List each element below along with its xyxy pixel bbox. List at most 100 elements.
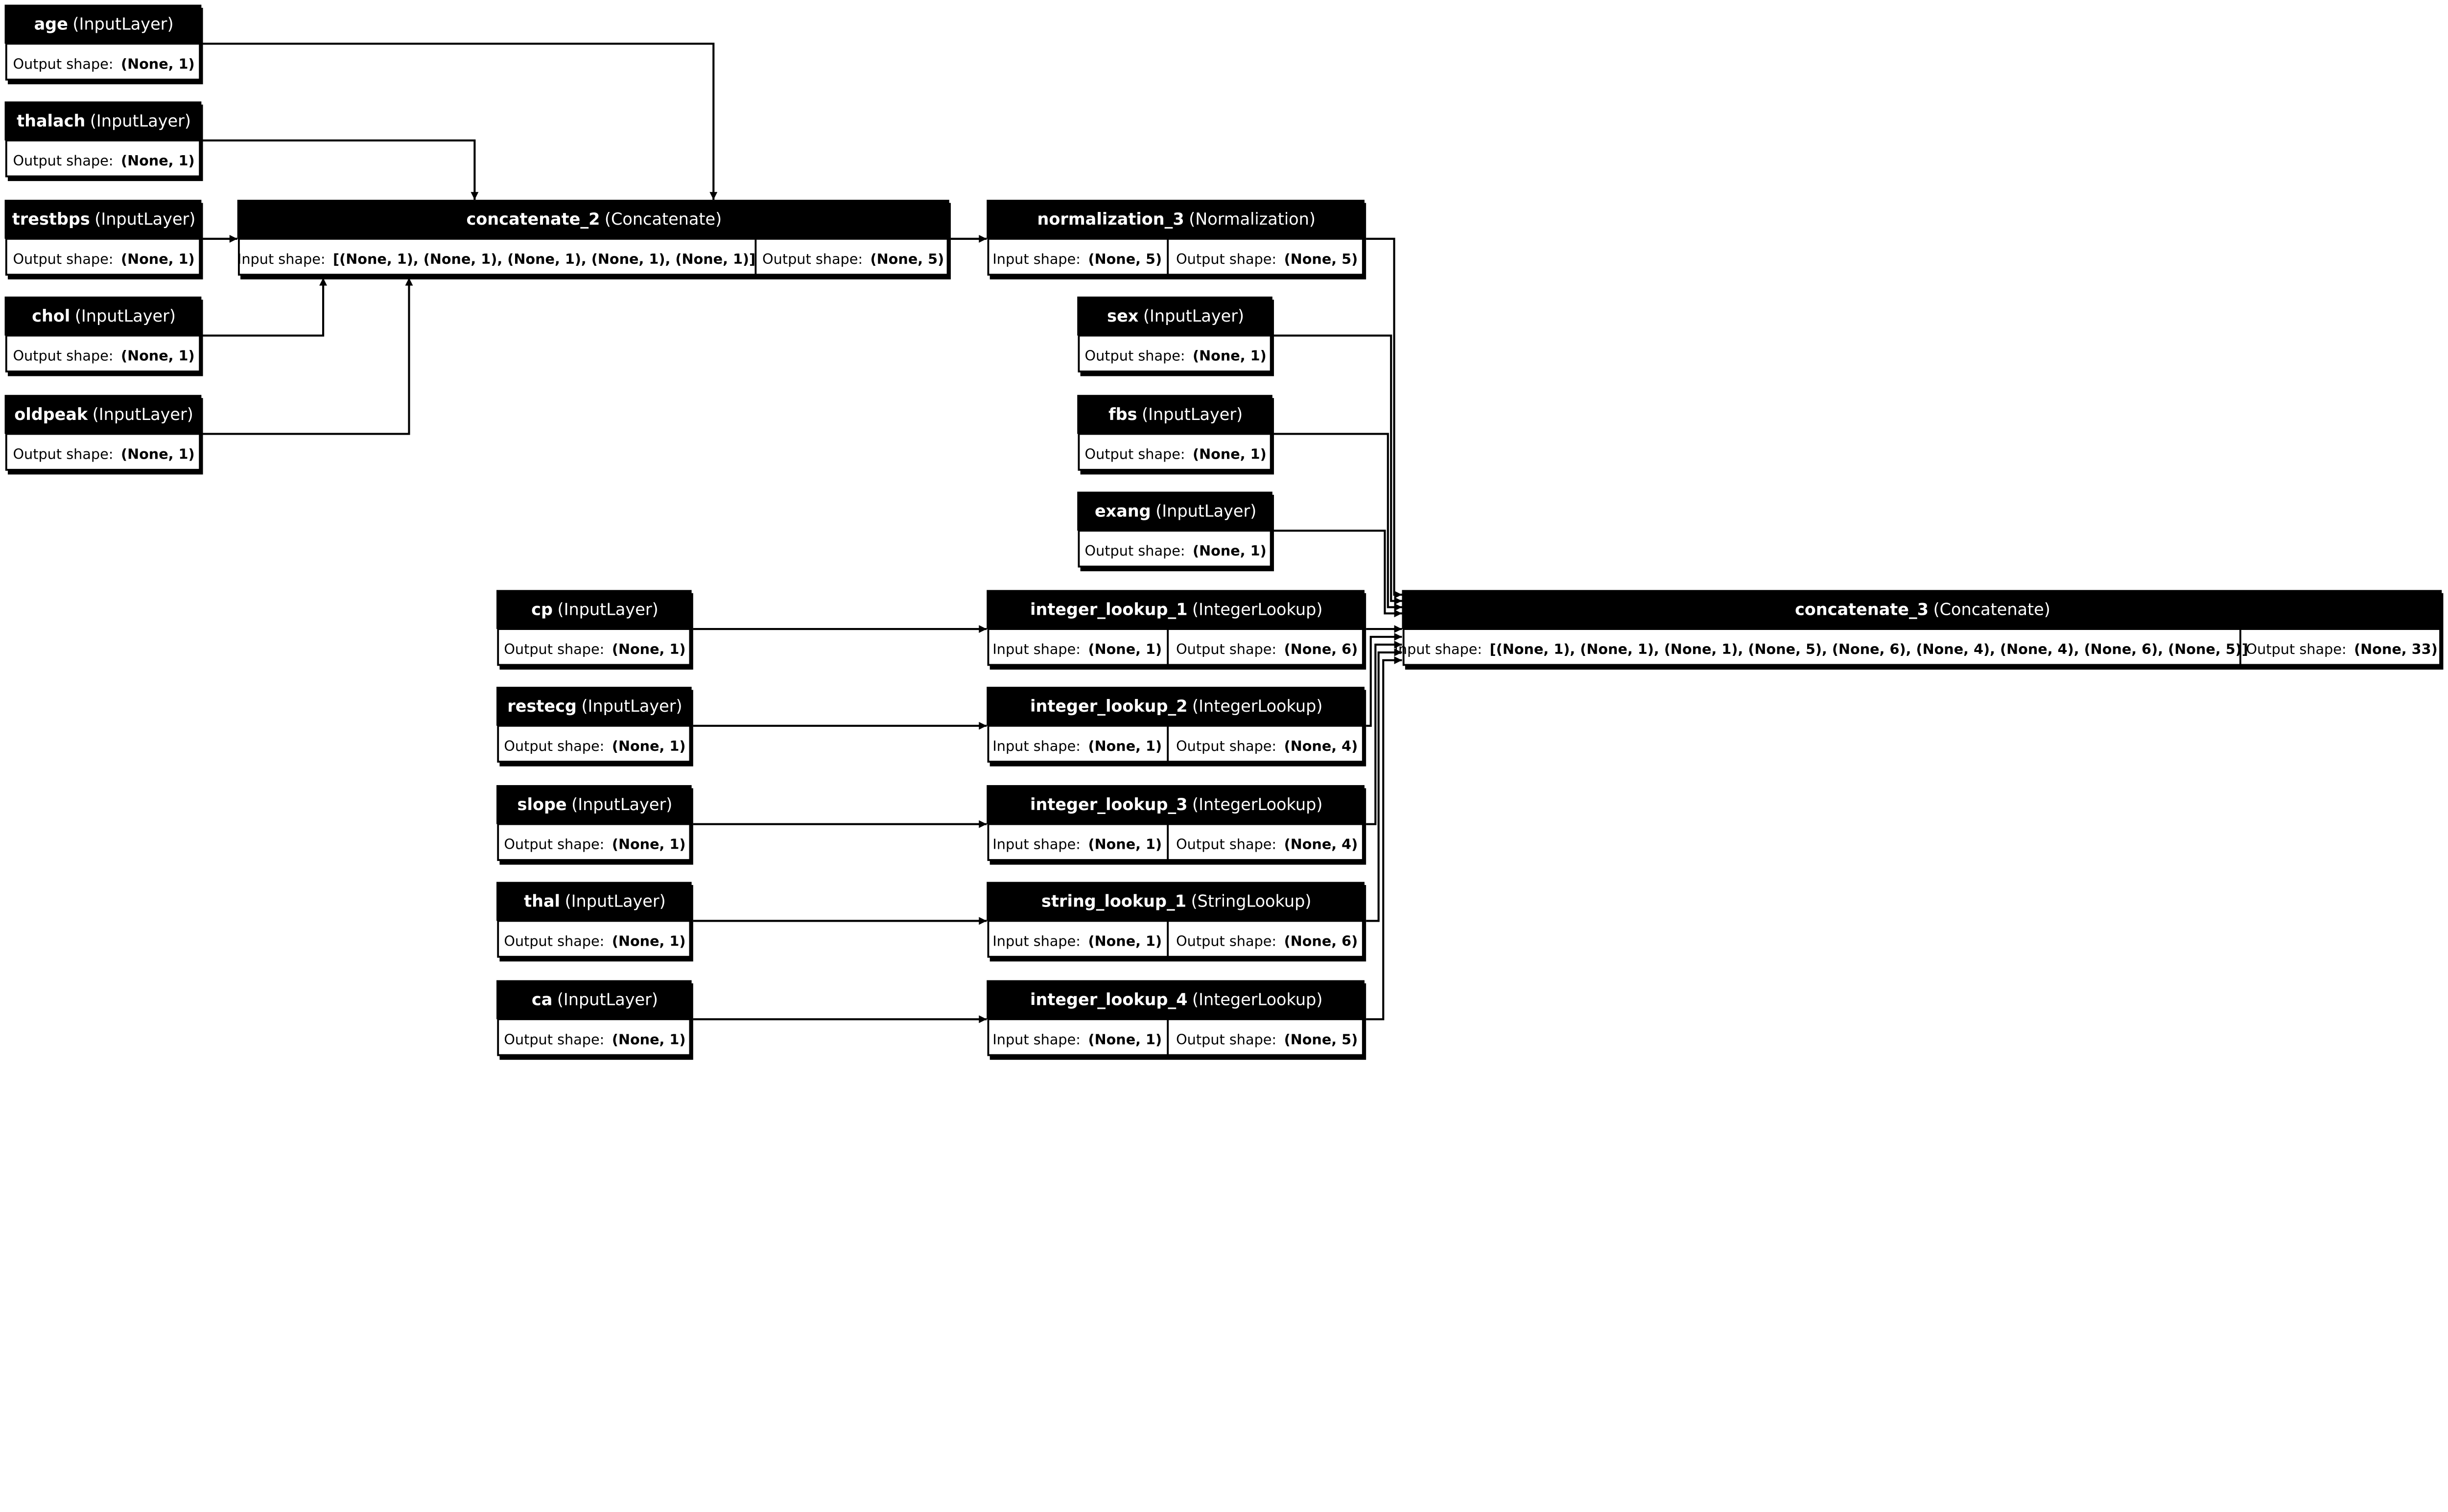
layer-title: chol(InputLayer): [32, 306, 176, 326]
shape-value: (None, 5): [871, 251, 944, 267]
node-body: [987, 237, 1364, 276]
layer-type: (InputLayer): [90, 111, 191, 130]
shape-value: (None, 1): [612, 738, 686, 754]
node-body: [987, 823, 1364, 861]
layer-node-ca[interactable]: ca(InputLayer)Output shape: (None, 1): [496, 980, 693, 1060]
node-header: [4, 395, 202, 434]
shape-label: Output shape:: [504, 836, 609, 853]
layer-node-thalach[interactable]: thalach(InputLayer) Output shape: (None, …: [4, 101, 203, 181]
shape-label: Input shape:: [992, 836, 1085, 853]
input-shape: Input shape: [(None, 1), (None, 1), (Non…: [1394, 641, 2248, 657]
layer-type: (InputLayer): [1142, 405, 1243, 424]
layer-title: cp(InputLayer): [531, 600, 658, 619]
layer-node-oldpeak[interactable]: oldpeak(InputLayer)Output shape: (None, …: [4, 395, 203, 475]
output-shape: Output shape: (None, 1): [13, 251, 194, 267]
layer-node-concatenate_2[interactable]: concatenate_2(Concatenate)Input shape: […: [237, 200, 951, 279]
layer-name: concatenate_3: [1795, 600, 1929, 619]
shape-label: Output shape:: [1176, 641, 1281, 657]
output-shape: Output shape: (None, 5): [762, 251, 944, 267]
layer-node-integer_lookup_2[interactable]: integer_lookup_2(IntegerLookup)Input sha…: [987, 687, 1366, 767]
node-body: [5, 334, 201, 372]
shape-label: Output shape:: [1085, 542, 1190, 559]
layer-node-thal[interactable]: thal(InputLayer)Output shape: (None, 1): [496, 882, 693, 962]
shape-label: Output shape:: [504, 932, 609, 949]
node-header: [4, 296, 202, 336]
layer-type: (IntegerLookup): [1192, 795, 1322, 814]
edge-age-to-concatenate_2: [203, 43, 718, 200]
node-header: [987, 200, 1365, 239]
shape-label: Input shape:: [992, 932, 1085, 949]
model-diagram: age(InputLayer)Output shape: (None, 1) th…: [4, 4, 2444, 1060]
layer-node-normalization_3[interactable]: normalization_3(Normalization)Input shap…: [987, 200, 1366, 279]
layer-node-integer_lookup_3[interactable]: integer_lookup_3(IntegerLookup)Input sha…: [987, 785, 1366, 865]
edge-sex-to-concatenate_3: [1274, 334, 1402, 605]
shape-label: Output shape:: [13, 251, 118, 267]
edge-chol-to-concatenate_2: [203, 278, 328, 337]
node-header: [987, 980, 1365, 1020]
node-body: [1078, 433, 1272, 471]
node-header: [1077, 296, 1272, 336]
layer-type: (InputLayer): [93, 405, 193, 424]
node-body: [5, 43, 201, 81]
shape-label: Output shape:: [1085, 445, 1190, 462]
layer-type: (Concatenate): [1933, 600, 2050, 619]
layer-node-age[interactable]: age(InputLayer)Output shape: (None, 1): [4, 4, 203, 85]
layer-title: thal(InputLayer): [524, 892, 666, 911]
layer-node-restecg[interactable]: restecg(InputLayer) Output shape: (None, …: [496, 687, 693, 767]
shape-label: Output shape:: [504, 1031, 609, 1047]
input-shape: Input shape: (None, 1): [992, 932, 1162, 949]
layer-node-fbs[interactable]: fbs(InputLayer)Output shape: (None, 1): [1077, 395, 1274, 475]
layer-title: fbs (InputLayer): [1108, 405, 1243, 424]
input-shape: Input shape: (None, 1): [992, 1031, 1162, 1047]
node-body: [987, 920, 1364, 958]
edge-oldpeak-to-concatenate_2: [203, 278, 413, 435]
layer-node-cp[interactable]: cp(InputLayer)Output shape: (None, 1): [496, 590, 693, 670]
layer-node-concatenate_3[interactable]: concatenate_3(Concatenate) Input shape: […: [1394, 590, 2444, 670]
layer-node-trestbps[interactable]: trestbps(InputLayer)Output shape: (None,…: [4, 200, 203, 279]
layer-title: restecg(InputLayer): [507, 697, 682, 716]
layer-name: fbs: [1108, 405, 1137, 424]
layer-node-integer_lookup_1[interactable]: integer_lookup_1(IntegerLookup)Input sha…: [987, 590, 1366, 670]
output-shape: Output shape: (None, 4): [1176, 836, 1358, 853]
output-shape: Output shape: (None, 1): [504, 738, 685, 754]
layer-name: ca: [532, 990, 552, 1009]
shape-label: Output shape:: [504, 738, 609, 754]
layer-node-integer_lookup_4[interactable]: integer_lookup_4(IntegerLookup)Input sha…: [987, 980, 1366, 1060]
layer-type: (IntegerLookup): [1192, 600, 1322, 619]
edge-fbs-to-concatenate_3: [1274, 433, 1402, 611]
output-shape: Output shape: (None, 5): [1176, 1031, 1358, 1047]
layer-name: thal: [524, 892, 560, 911]
layer-title: ca(InputLayer): [532, 990, 658, 1009]
node-body: [497, 920, 691, 958]
shape-value: (None, 1): [1088, 738, 1162, 754]
shape-value: (None, 4): [1284, 738, 1358, 754]
layer-node-exang[interactable]: exang(InputLayer)Output shape: (None, 1): [1077, 491, 1274, 572]
layer-node-string_lookup_1[interactable]: string_lookup_1(StringLookup)Input shape…: [987, 882, 1366, 962]
layer-node-chol[interactable]: chol(InputLayer)Output shape: (None, 1): [4, 296, 203, 376]
output-shape: Output shape: (None, 1): [13, 152, 194, 169]
shape-label: Output shape:: [13, 445, 118, 462]
node-header: [987, 590, 1365, 629]
shape-value: (None, 1): [1088, 932, 1162, 949]
input-shape: Input shape: [(None, 1), (None, 1), (Non…: [237, 251, 755, 267]
shape-label: Input shape:: [992, 738, 1085, 754]
edge-exang-to-concatenate_3: [1274, 530, 1402, 618]
node-body: [497, 628, 691, 666]
output-shape: Output shape: (None, 1): [13, 55, 194, 72]
layer-name: integer_lookup_1: [1030, 600, 1187, 619]
node-header: [987, 687, 1365, 726]
node-body: [1078, 334, 1272, 372]
shape-label: Output shape:: [1176, 738, 1281, 754]
shape-value: (None, 5): [1088, 251, 1162, 267]
layer-name: trestbps: [12, 209, 90, 229]
nodes: age(InputLayer)Output shape: (None, 1) th…: [4, 4, 2444, 1060]
shape-label: Output shape:: [1085, 348, 1190, 364]
output-shape: Output shape: (None, 1): [504, 836, 685, 853]
layer-title: thalach(InputLayer): [17, 111, 191, 130]
layer-node-slope[interactable]: slope(InputLayer)Output shape: (None, 1): [496, 785, 693, 865]
node-body: [5, 237, 201, 276]
layer-node-sex[interactable]: sex(InputLayer)Output shape: (None, 1): [1077, 296, 1274, 376]
layer-title: sex(InputLayer): [1107, 306, 1244, 326]
node-header: [496, 980, 692, 1020]
node-body: [987, 724, 1364, 763]
